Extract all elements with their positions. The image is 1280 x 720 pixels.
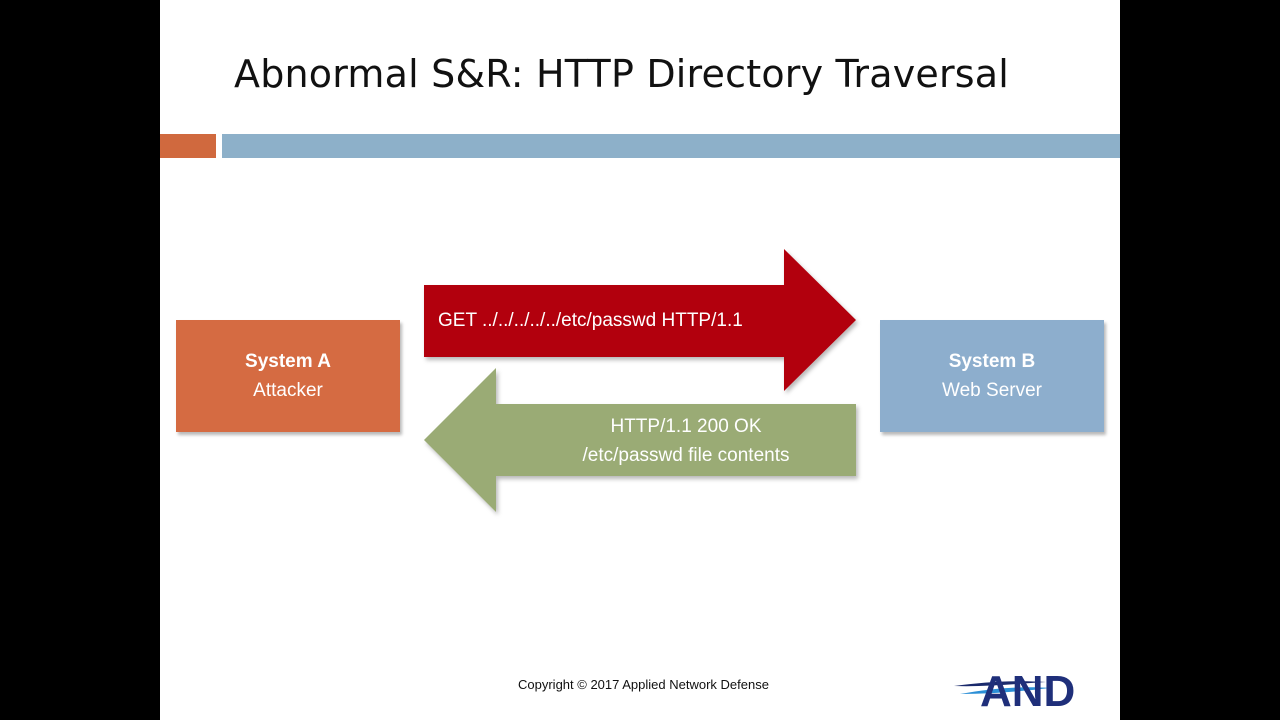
- response-line-2: /etc/passwd file contents: [582, 445, 790, 466]
- request-label: GET ../../../../../etc/passwd HTTP/1.1: [438, 310, 743, 331]
- slide: Abnormal S&R: HTTP Directory Traversal S…: [160, 0, 1120, 720]
- system-b-role: Web Server: [942, 380, 1042, 401]
- arrows-diagram: [424, 249, 856, 512]
- system-b-box: System B Web Server: [880, 320, 1104, 432]
- accent-bar-blue: [222, 134, 1120, 158]
- accent-bar-orange: [160, 134, 216, 158]
- request-arrow: [424, 249, 856, 391]
- copyright-footer: Copyright © 2017 Applied Network Defense: [518, 677, 769, 692]
- system-a-role: Attacker: [253, 380, 323, 401]
- and-logo: AND: [954, 667, 1075, 714]
- system-a-box: System A Attacker: [176, 320, 400, 432]
- logo-text: AND: [980, 667, 1075, 714]
- response-arrow: [424, 368, 856, 512]
- slide-title: Abnormal S&R: HTTP Directory Traversal: [234, 52, 1010, 96]
- system-a-name: System A: [245, 351, 331, 372]
- response-label: HTTP/1.1 200 OK /etc/passwd file content…: [526, 412, 846, 470]
- response-line-1: HTTP/1.1 200 OK: [610, 416, 762, 437]
- system-b-name: System B: [948, 351, 1036, 372]
